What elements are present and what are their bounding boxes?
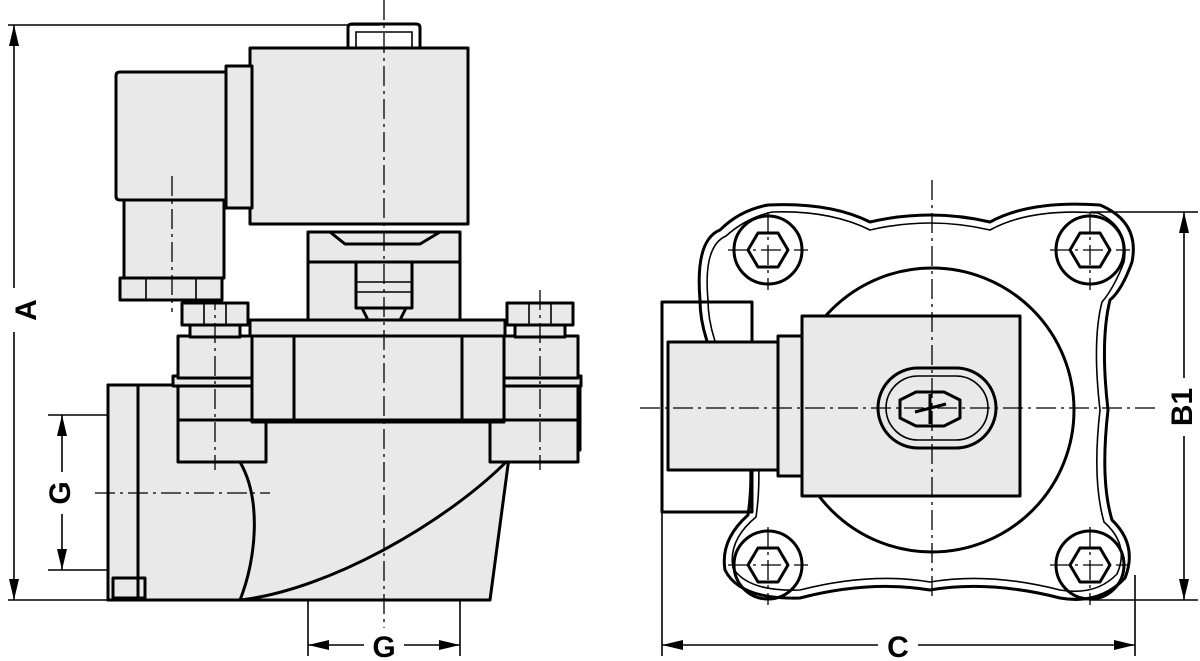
valve-cover (171, 318, 583, 464)
dimension-A: A (0, 24, 380, 601)
dimension-label-g-horizontal: G (372, 631, 395, 661)
top-view (640, 180, 1160, 605)
dimension-B1: B1 (1090, 211, 1200, 601)
coil-top (776, 314, 1022, 498)
dimension-label-b1: B1 (1166, 388, 1199, 426)
dimension-label-a: A (10, 299, 43, 321)
dimension-G-vertical: G (44, 414, 108, 571)
bolt-bottom-left (728, 527, 808, 605)
dimension-C: C (661, 512, 1136, 661)
bolt-left (180, 290, 250, 470)
bolt-top-right (1050, 212, 1130, 290)
bolt-right (505, 290, 575, 470)
dimension-label-c: C (887, 631, 909, 661)
bolt-top-left (728, 212, 808, 290)
din-connector (114, 64, 254, 312)
side-view (95, 0, 583, 661)
dimension-label-g-vertical: G (44, 481, 77, 504)
dimension-G-horizontal: G (307, 600, 461, 661)
solenoid-coil (248, 22, 470, 226)
bolt-bottom-right (1050, 527, 1130, 605)
